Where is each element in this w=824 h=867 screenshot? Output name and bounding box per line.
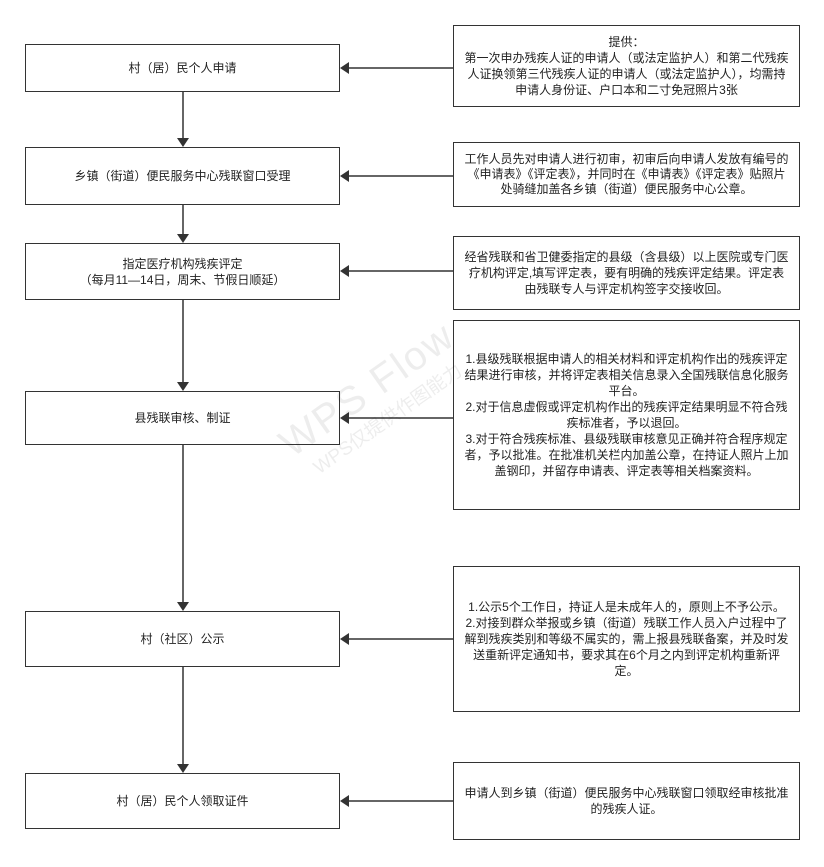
note-text: 第一次申办残疾人证的申请人（或法定监护人）和第二代残疾人证换领第三代残疾人证的申… bbox=[464, 51, 789, 97]
note-item: 2.对接到群众举报或乡镇（街道）残联工作人员入户过程中了解到残疾类别和等级不属实… bbox=[464, 616, 789, 678]
note-heading: 提供： bbox=[608, 35, 645, 49]
step-county-review: 县残联审核、制证 bbox=[25, 391, 340, 445]
step-schedule: （每月11—14日，周末、节假日顺延） bbox=[79, 272, 286, 287]
arrow-note3-to-step3 bbox=[340, 265, 453, 277]
watermark-title: WPS Flow bbox=[271, 313, 463, 466]
step-label: 村（居）民个人领取证件 bbox=[116, 794, 249, 808]
note-publicity-details: 1.公示5个工作日，持证人是未成年人的，原则上不予公示。 2.对接到群众举报或乡… bbox=[453, 566, 800, 712]
arrow-step5-to-step6 bbox=[177, 667, 189, 773]
arrow-note6-to-step6 bbox=[340, 795, 453, 807]
note-item: 2.对于信息虚假或评定机构作出的残疾评定结果明显不符合残疾标准者，予以退回。 bbox=[465, 400, 788, 430]
note-item: 3.对于符合残疾标准、县级残联审核意见正确并符合程序规定者，予以批准。在批准机关… bbox=[464, 432, 789, 478]
step-label: 村（社区）公示 bbox=[140, 632, 225, 646]
step-personal-application: 村（居）民个人申请 bbox=[25, 44, 340, 92]
arrow-note4-to-step4 bbox=[340, 412, 453, 424]
step-label: 县残联审核、制证 bbox=[134, 411, 231, 425]
arrow-note1-to-step1 bbox=[340, 62, 453, 74]
note-text: 经省残联和省卫健委指定的县级（含县级）以上医院或专门医疗机构评定,填写评定表，要… bbox=[464, 250, 789, 296]
arrow-step2-to-step3 bbox=[177, 205, 189, 243]
arrow-note2-to-step2 bbox=[340, 170, 453, 182]
arrow-step3-to-step4 bbox=[177, 300, 189, 391]
step-label: 指定医疗机构残疾评定 bbox=[122, 256, 243, 271]
note-initial-review: 工作人员先对申请人进行初审，初审后向申请人发放有编号的《申请表》《评定表》，并同… bbox=[453, 142, 800, 207]
step-window-acceptance: 乡镇（街道）便民服务中心残联窗口受理 bbox=[25, 147, 340, 205]
arrow-note5-to-step5 bbox=[340, 633, 453, 645]
note-required-materials: 提供： 第一次申办残疾人证的申请人（或法定监护人）和第二代残疾人证换领第三代残疾… bbox=[453, 25, 800, 107]
arrow-step4-to-step5 bbox=[177, 445, 189, 611]
note-pickup-details: 申请人到乡镇（街道）便民服务中心残联窗口领取经审核批准的残疾人证。 bbox=[453, 762, 800, 840]
step-label: 村（居）民个人申请 bbox=[128, 61, 237, 75]
note-county-review-details: 1.县级残联根据申请人的相关材料和评定机构作出的残疾评定结果进行审核，并将评定表… bbox=[453, 320, 800, 510]
step-certificate-pickup: 村（居）民个人领取证件 bbox=[25, 773, 340, 829]
step-medical-assessment: 指定医疗机构残疾评定 （每月11—14日，周末、节假日顺延） bbox=[25, 243, 340, 300]
arrow-step1-to-step2 bbox=[177, 92, 189, 147]
note-item: 1.公示5个工作日，持证人是未成年人的，原则上不予公示。 bbox=[468, 600, 785, 614]
step-community-publicity: 村（社区）公示 bbox=[25, 611, 340, 667]
note-text: 工作人员先对申请人进行初审，初审后向申请人发放有编号的《申请表》《评定表》，并同… bbox=[464, 152, 789, 196]
note-text: 申请人到乡镇（街道）便民服务中心残联窗口领取经审核批准的残疾人证。 bbox=[464, 786, 789, 816]
note-assessment-institution: 经省残联和省卫健委指定的县级（含县级）以上医院或专门医疗机构评定,填写评定表，要… bbox=[453, 236, 800, 310]
step-label: 乡镇（街道）便民服务中心残联窗口受理 bbox=[74, 169, 291, 183]
note-item: 1.县级残联根据申请人的相关材料和评定机构作出的残疾评定结果进行审核，并将评定表… bbox=[464, 352, 789, 398]
